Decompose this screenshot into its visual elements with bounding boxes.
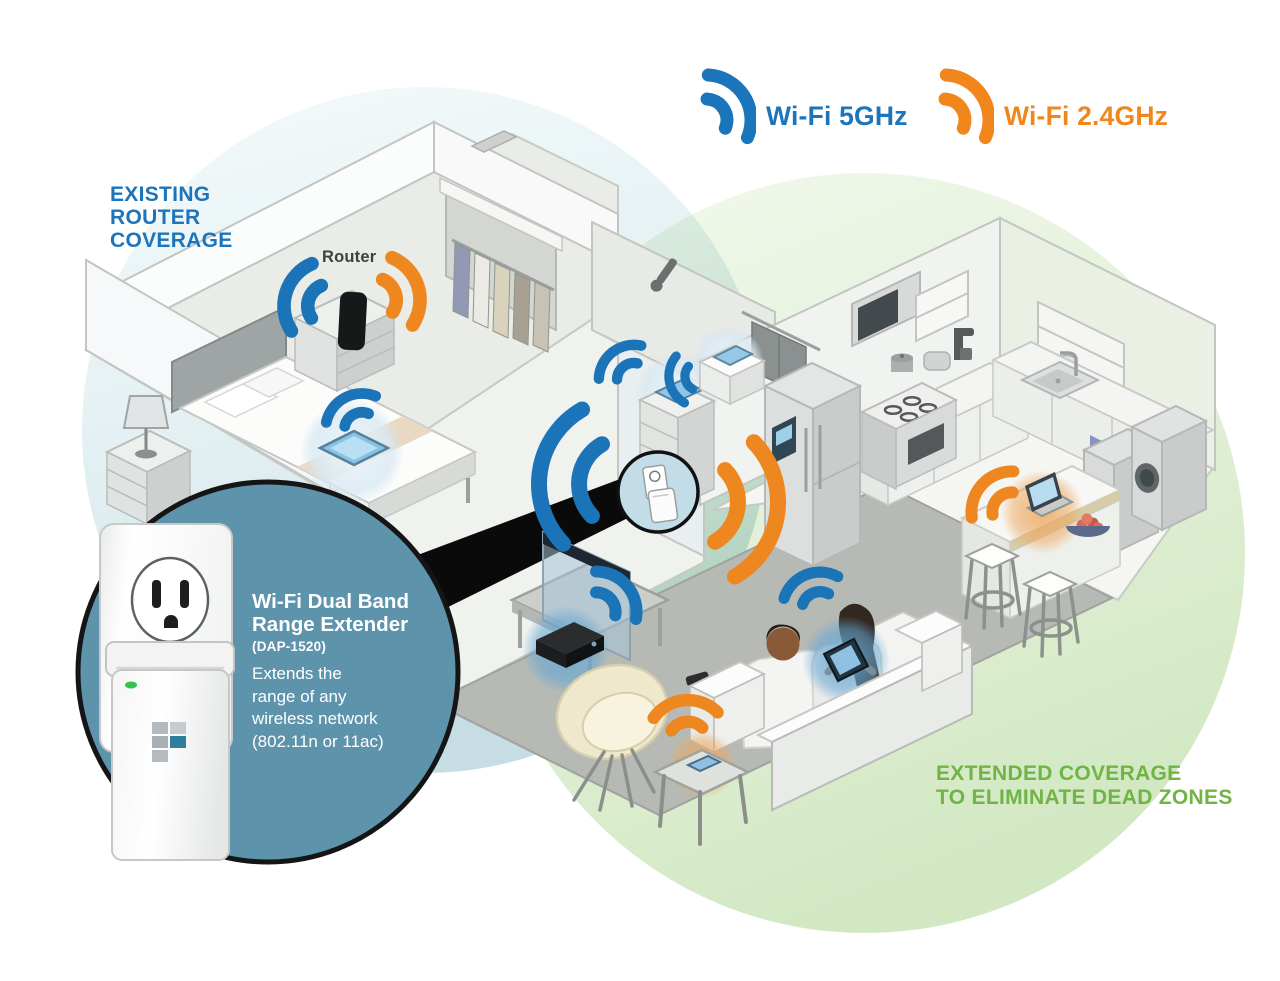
kitchen-island	[961, 462, 1123, 658]
bar-stool	[1021, 570, 1080, 658]
status-led	[125, 681, 137, 689]
bar-stool	[963, 542, 1022, 630]
wifi-2-4ghz-icon	[930, 66, 994, 166]
tablet-bathroom	[711, 344, 755, 367]
pillow	[241, 367, 305, 398]
dryer	[1129, 404, 1209, 532]
range-extender-device	[105, 641, 235, 861]
toaster	[923, 351, 951, 371]
stove	[859, 353, 959, 491]
legend-label-5ghz: Wi-Fi 5GHz	[766, 100, 908, 131]
upper-shelves	[915, 269, 1125, 394]
laptop	[1000, 470, 1084, 554]
shower-head-icon	[650, 258, 677, 292]
callout-text-block: Wi-Fi Dual Band Range Extender (DAP-1520…	[252, 590, 452, 753]
legend-item-2-4ghz: Wi-Fi 2.4GHz	[930, 64, 1168, 168]
remote-control	[685, 671, 710, 687]
smartphone	[685, 754, 723, 773]
lounge-chair	[555, 663, 669, 812]
wall-vent	[470, 130, 518, 153]
sink	[1019, 351, 1101, 400]
hanging-clothes	[452, 242, 551, 353]
legend-label-2-4ghz: Wi-Fi 2.4GHz	[1004, 100, 1169, 131]
callout-description: Extends the range of any wireless networ…	[252, 664, 384, 751]
extended-coverage-label: EXTENDED COVERAGE TO ELIMINATE DEAD ZONE…	[936, 762, 1233, 809]
callout-model: (DAP-1520)	[252, 639, 327, 655]
bedroom	[104, 253, 478, 545]
callout-title: Wi-Fi Dual Band Range Extender	[252, 590, 409, 637]
legend-item-5ghz: Wi-Fi 5GHz	[692, 64, 908, 168]
existing-router-coverage-label: EXISTING ROUTER COVERAGE	[110, 183, 233, 253]
extender-on-wall	[530, 405, 786, 581]
nightstand	[104, 429, 193, 526]
coffee-maker	[954, 328, 974, 360]
fruit-bowl	[1066, 513, 1110, 537]
closet	[439, 130, 563, 353]
pot	[891, 353, 913, 372]
faucet-icon	[1060, 351, 1078, 376]
product-callout	[75, 479, 461, 865]
router-label: Router	[322, 248, 377, 266]
bathroom-device	[665, 326, 767, 405]
side-table	[652, 731, 751, 846]
living-room	[509, 530, 975, 846]
lamp	[122, 395, 170, 459]
wifi-5ghz-icon	[692, 66, 756, 166]
dlink-logo	[152, 722, 186, 762]
router-device	[337, 291, 368, 351]
